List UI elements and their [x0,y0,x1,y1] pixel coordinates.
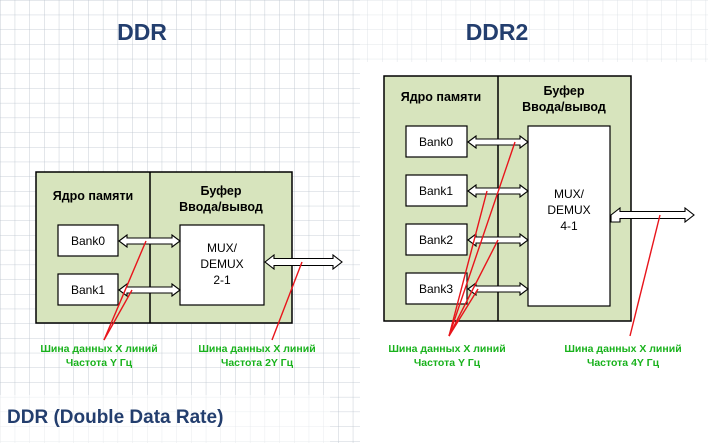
ddr-title: DDR [117,19,167,45]
ddr2-buffer-label-1: Буфер [544,84,585,98]
ddr2-buffer-label-2: Ввода/вывод [522,100,606,114]
ddr2-bank2-box [405,223,468,256]
ddr-core-label: Ядро памяти [53,189,134,203]
ddr2-bus-right-line1: Шина данных X линий [564,343,681,355]
ddr2-bank3-box [405,272,468,305]
ddr2-bank0-arrow [467,134,529,150]
ddr-mux-line2: DEMUX [200,257,243,271]
ddr2-bank2-label: Bank2 [419,233,453,247]
ddr-bus-left-line2: Частота Y Гц [66,357,133,369]
footer-caption: DDR (Double Data Rate) [7,407,223,428]
ddr2-bank0-box [405,125,468,158]
ddr2-bank1-box [405,174,468,207]
ddr2-bus-left-line1: Шина данных X линий [388,343,505,355]
ddr-diagram: DDR Ядро памяти Буфер Ввода/вывод Bank0 … [35,19,343,369]
ddr2-bank0-label: Bank0 [419,135,453,149]
ddr-bus-pointers [103,240,303,341]
ddr-mux-line3: 2-1 [213,273,231,287]
ddr2-output-arrow [610,206,695,224]
ddr-bank0-label: Bank0 [71,234,105,248]
ddr2-bus-left-line2: Частота Y Гц [414,357,481,369]
ddr2-mux-box [527,125,611,307]
ddr2-core-label: Ядро памяти [401,90,482,104]
ddr-bank1-box [57,273,119,306]
ddr-buffer-label-2: Ввода/вывод [179,200,263,214]
ddr2-mux-line2: DEMUX [547,203,590,217]
ddr2-mux-line1: MUX/ [554,187,585,201]
ddr2-title: DDR2 [466,19,529,45]
ddr-buffer-label-1: Буфер [201,184,242,198]
ddr-bank1-label: Bank1 [71,283,105,297]
ddr-output-arrow [264,253,343,271]
ddr2-bank1-label: Bank1 [419,184,453,198]
ddr-bank0-arrow [118,233,181,249]
ddr-bus-right-line2: Частота 2Y Гц [221,357,294,369]
ddr2-bus-right-line2: Частота 4Y Гц [587,357,660,369]
ddr-bus-left-line1: Шина данных X линий [40,343,157,355]
ddr2-bus-pointers [448,141,661,337]
ddr-mux-box [179,224,265,306]
ddr-mux-line1: MUX/ [207,241,238,255]
ddr-bank0-box [57,224,119,257]
ddr2-diagram: DDR2 Ядро памяти Буфер Ввода/вывод Bank0… [383,19,695,369]
ddr2-mux-line3: 4-1 [560,219,578,233]
ddr2-bank3-label: Bank3 [419,282,453,296]
ddr-bus-right-line1: Шина данных X линий [198,343,315,355]
